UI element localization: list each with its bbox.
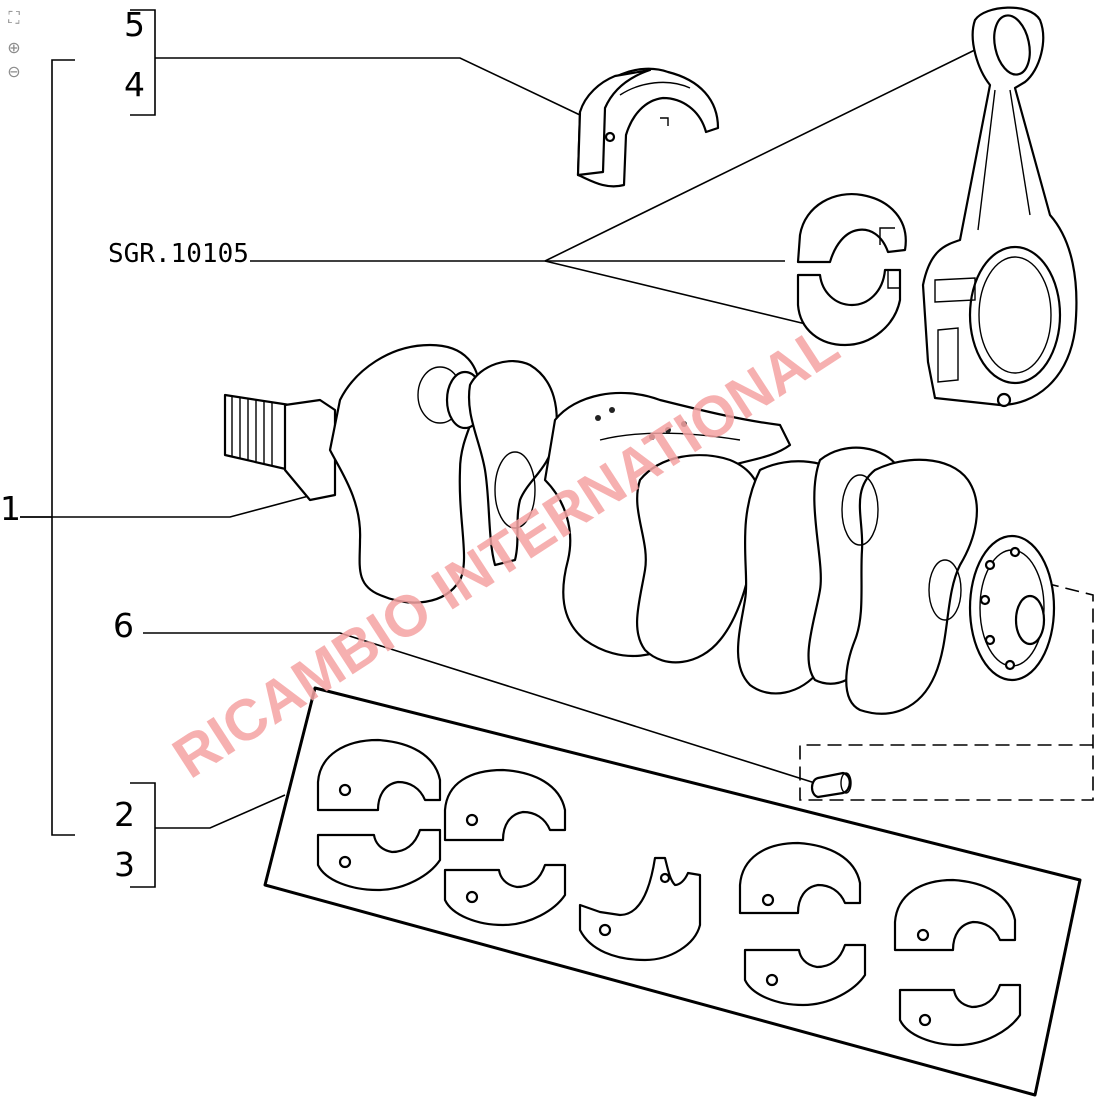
connecting-rod bbox=[921, 6, 1078, 408]
leader-item-6 bbox=[143, 632, 816, 784]
callout-5: 5 bbox=[124, 5, 145, 44]
dowel-pin bbox=[810, 771, 852, 799]
callout-1: 1 bbox=[0, 489, 21, 528]
leader-sgr-10105 bbox=[250, 44, 986, 326]
callout-4: 4 bbox=[124, 65, 145, 104]
main-bearing-shell-3 bbox=[578, 856, 702, 962]
main-bearing-shell-1 bbox=[316, 738, 442, 892]
crankshaft bbox=[223, 343, 1056, 715]
main-bearing-set-frame bbox=[263, 686, 1082, 1097]
main-bearing-shell-5 bbox=[893, 878, 1022, 1047]
callout-2: 2 bbox=[114, 795, 135, 834]
main-bearing-shell-2 bbox=[443, 768, 567, 927]
big-end-bearing-pair bbox=[796, 192, 907, 347]
zoom-in-icon[interactable]: ⊕ bbox=[7, 38, 21, 57]
reference-code-label: SGR.10105 bbox=[108, 239, 249, 269]
dashed-detail-outline bbox=[799, 582, 1094, 801]
bracket-5-4 bbox=[130, 9, 581, 116]
bracket-2-3 bbox=[130, 782, 286, 888]
zoom-out-icon[interactable]: ⊖ bbox=[7, 62, 21, 81]
thrust-bearing-shell bbox=[576, 67, 720, 188]
fit-to-page-icon[interactable]: ⛶ bbox=[8, 8, 20, 27]
main-assembly-bracket bbox=[20, 59, 75, 836]
callout-3: 3 bbox=[114, 845, 135, 884]
callout-6: 6 bbox=[113, 606, 134, 645]
main-bearing-shell-4 bbox=[738, 841, 867, 1007]
leader-item-1 bbox=[20, 492, 321, 518]
